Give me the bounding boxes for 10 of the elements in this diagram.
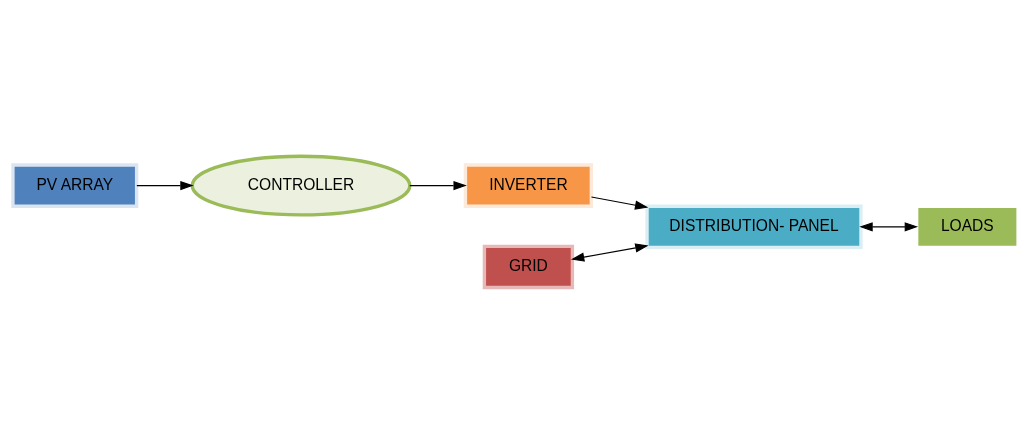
arrow [136,180,194,191]
node-ellipse: CONTROLLER [190,154,412,217]
node-box: GRID [482,244,575,290]
arrow [409,180,467,191]
node-box: INVERTER [463,163,593,208]
node-box: PV ARRAY [11,163,139,208]
arrow [570,243,649,262]
node-box: DISTRIBUTION- PANEL [645,204,863,250]
arrow [859,222,919,232]
arrow [590,196,649,210]
